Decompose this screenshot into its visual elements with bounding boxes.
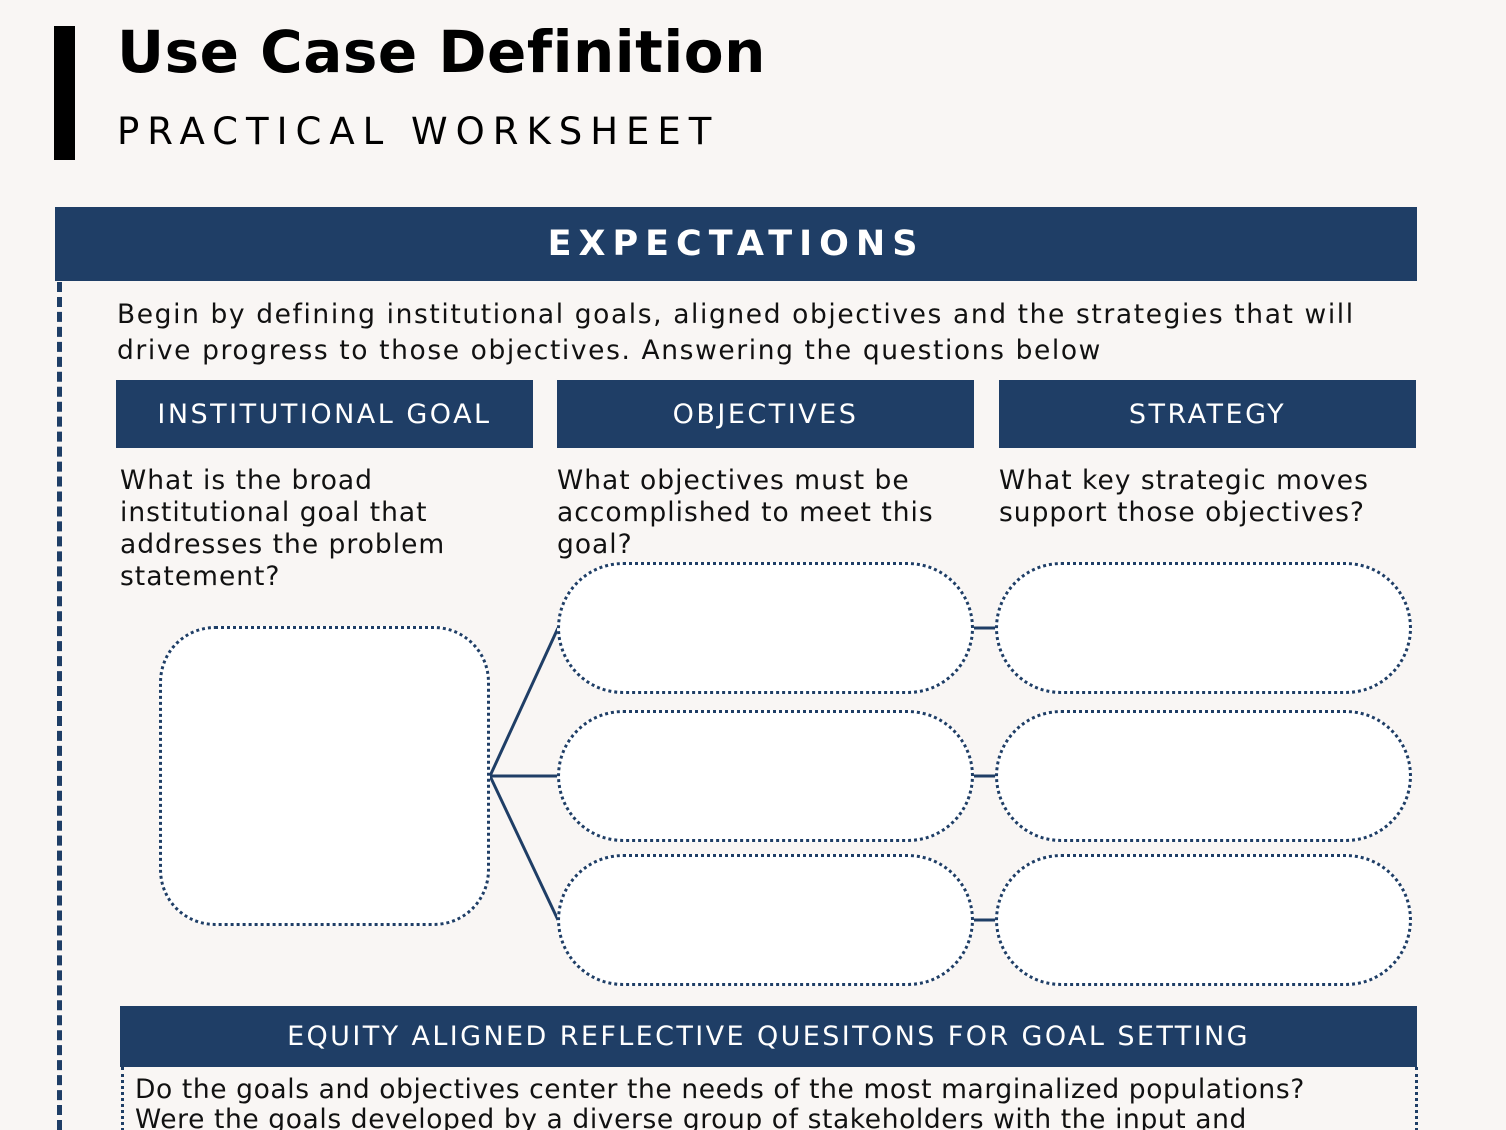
strategy-1-input-box[interactable] <box>995 562 1412 694</box>
equity-question-1: Do the goals and objectives center the n… <box>135 1074 1305 1105</box>
page-title: Use Case Definition <box>117 18 766 86</box>
goal-to-objective-1-line <box>488 627 560 777</box>
section-dashed-border <box>57 282 62 1130</box>
goal-to-objective-3-line <box>488 775 560 921</box>
strategy-2-input-box[interactable] <box>995 710 1412 842</box>
column-header-objectives: OBJECTIVES <box>557 380 974 448</box>
equity-question-2: Were the goals developed by a diverse gr… <box>135 1104 1247 1130</box>
strategy-3-input-box[interactable] <box>995 854 1412 986</box>
column-header-institutional-goal: INSTITUTIONAL GOAL <box>116 380 533 448</box>
objective-1-input-box[interactable] <box>557 562 974 694</box>
question-objectives: What objectives must be accomplished to … <box>557 465 934 560</box>
question-strategy: What key strategic moves support those o… <box>999 465 1369 528</box>
objective-3-input-box[interactable] <box>557 854 974 986</box>
objective-2-input-box[interactable] <box>557 710 974 842</box>
title-accent-bar <box>54 26 75 160</box>
expectations-intro: Begin by defining institutional goals, a… <box>117 299 1355 366</box>
equity-questions-box: Do the goals and objectives center the n… <box>121 1067 1418 1130</box>
page-subtitle: PRACTICAL WORKSHEET <box>117 110 720 153</box>
question-institutional-goal: What is the broad institutional goal tha… <box>120 465 446 592</box>
expectations-banner: EXPECTATIONS <box>55 207 1417 281</box>
column-header-strategy: STRATEGY <box>999 380 1416 448</box>
equity-banner: EQUITY ALIGNED REFLECTIVE QUESITONS FOR … <box>120 1006 1417 1067</box>
institutional-goal-input-box[interactable] <box>159 626 490 926</box>
